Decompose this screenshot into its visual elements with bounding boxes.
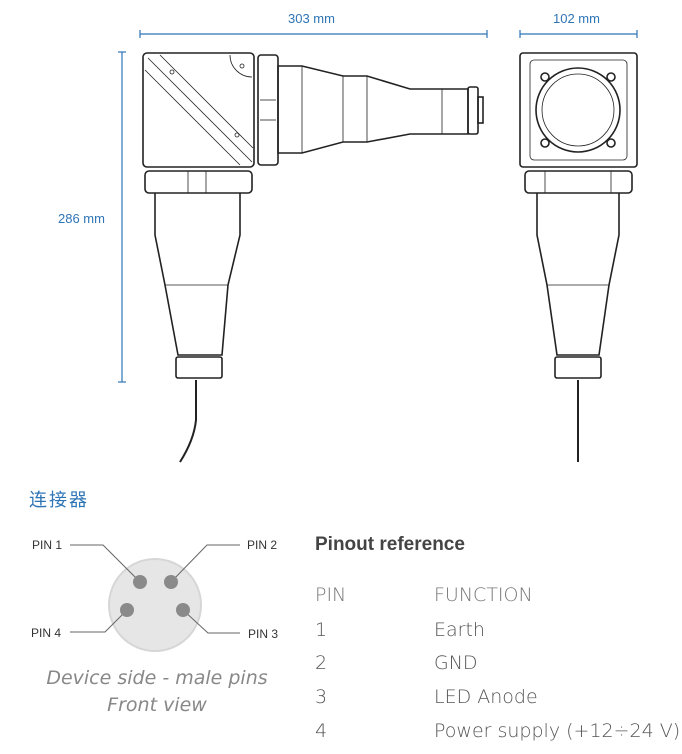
row-pin: 3 [315, 686, 328, 708]
connector-pin-diagram [70, 544, 240, 652]
connector-heading: 连接器 [29, 490, 89, 511]
row-function: GND [434, 652, 478, 674]
row-pin: 2 [315, 652, 328, 674]
width-dimension-label: 303 mm [288, 11, 335, 26]
pin-4-label: PIN 4 [31, 626, 62, 640]
row-function: LED Anode [434, 686, 538, 708]
row-function: Power supply (+12÷24 V) [434, 720, 681, 742]
pin-1 [133, 575, 147, 589]
pin-4 [120, 603, 134, 617]
dimension-lines [118, 30, 638, 383]
row-pin: 4 [315, 720, 328, 742]
header-function: FUNCTION [434, 584, 533, 606]
connector-caption-line1: Device side - male pins [46, 667, 268, 689]
front-view [519, 52, 638, 462]
pin-3 [176, 603, 190, 617]
row-pin: 1 [315, 619, 328, 641]
row-function: Earth [434, 619, 485, 641]
side-view [142, 52, 484, 463]
depth-dimension-label: 102 mm [553, 11, 600, 26]
connector-caption-line2: Front view [107, 694, 207, 716]
pin-2 [164, 575, 178, 589]
pinout-title: Pinout reference [315, 534, 465, 555]
height-dimension-label: 286 mm [58, 211, 105, 226]
header-pin: PIN [315, 584, 347, 606]
pin-2-label: PIN 2 [247, 538, 278, 552]
pin-1-label: PIN 1 [32, 538, 63, 552]
pin-3-label: PIN 3 [248, 627, 279, 641]
product-drawing [118, 30, 638, 463]
